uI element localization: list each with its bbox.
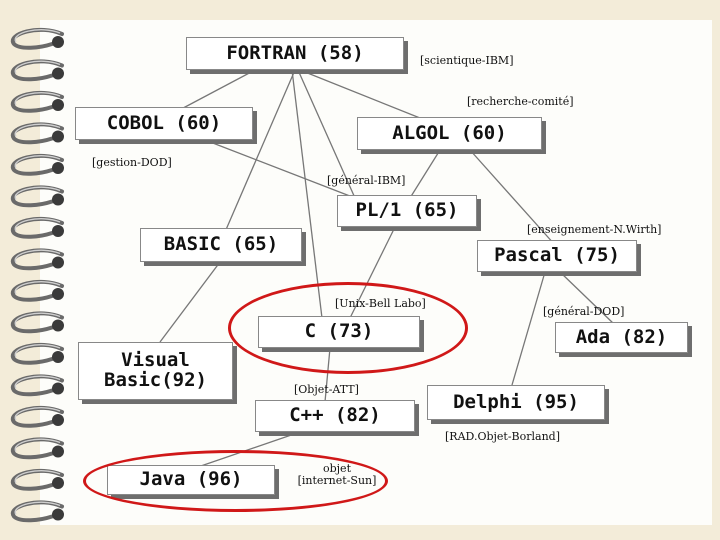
annotation-pl1: [général-IBM]: [327, 175, 405, 187]
node-cpp: C++ (82): [255, 400, 415, 432]
annotation-pascal: [enseignement-N.Wirth]: [527, 224, 661, 236]
edge-algol-pl1: [410, 150, 440, 198]
highlight-java: [83, 450, 388, 512]
node-ada: Ada (82): [555, 322, 688, 353]
highlight-c: [228, 282, 468, 374]
node-fortran: FORTRAN (58): [186, 37, 404, 70]
annotation-ada: [général-DOD]: [543, 306, 624, 318]
node-basic: BASIC (65): [140, 228, 302, 262]
node-visual-basic: Visual Basic(92): [78, 342, 233, 400]
edge-fortran-basic: [225, 70, 295, 232]
edge-fortran-c: [292, 70, 322, 318]
node-cobol: COBOL (60): [75, 107, 253, 140]
annotation-delphi: [RAD.Objet-Borland]: [445, 431, 560, 443]
node-pl1: PL/1 (65): [337, 195, 477, 227]
edge-fortran-algol: [300, 70, 430, 122]
node-algol: ALGOL (60): [357, 117, 542, 150]
annotation-cobol: [gestion-DOD]: [92, 157, 172, 169]
annotation-algol: [recherche-comité]: [467, 96, 574, 108]
annotation-fortran: [scientique-IBM]: [420, 55, 513, 67]
annotation-cpp: [Objet-ATT]: [294, 384, 359, 396]
edge-basic-visualbasic: [160, 262, 220, 342]
node-pascal: Pascal (75): [477, 240, 637, 272]
edge-pascal-delphi: [512, 272, 545, 385]
node-delphi: Delphi (95): [427, 385, 605, 420]
